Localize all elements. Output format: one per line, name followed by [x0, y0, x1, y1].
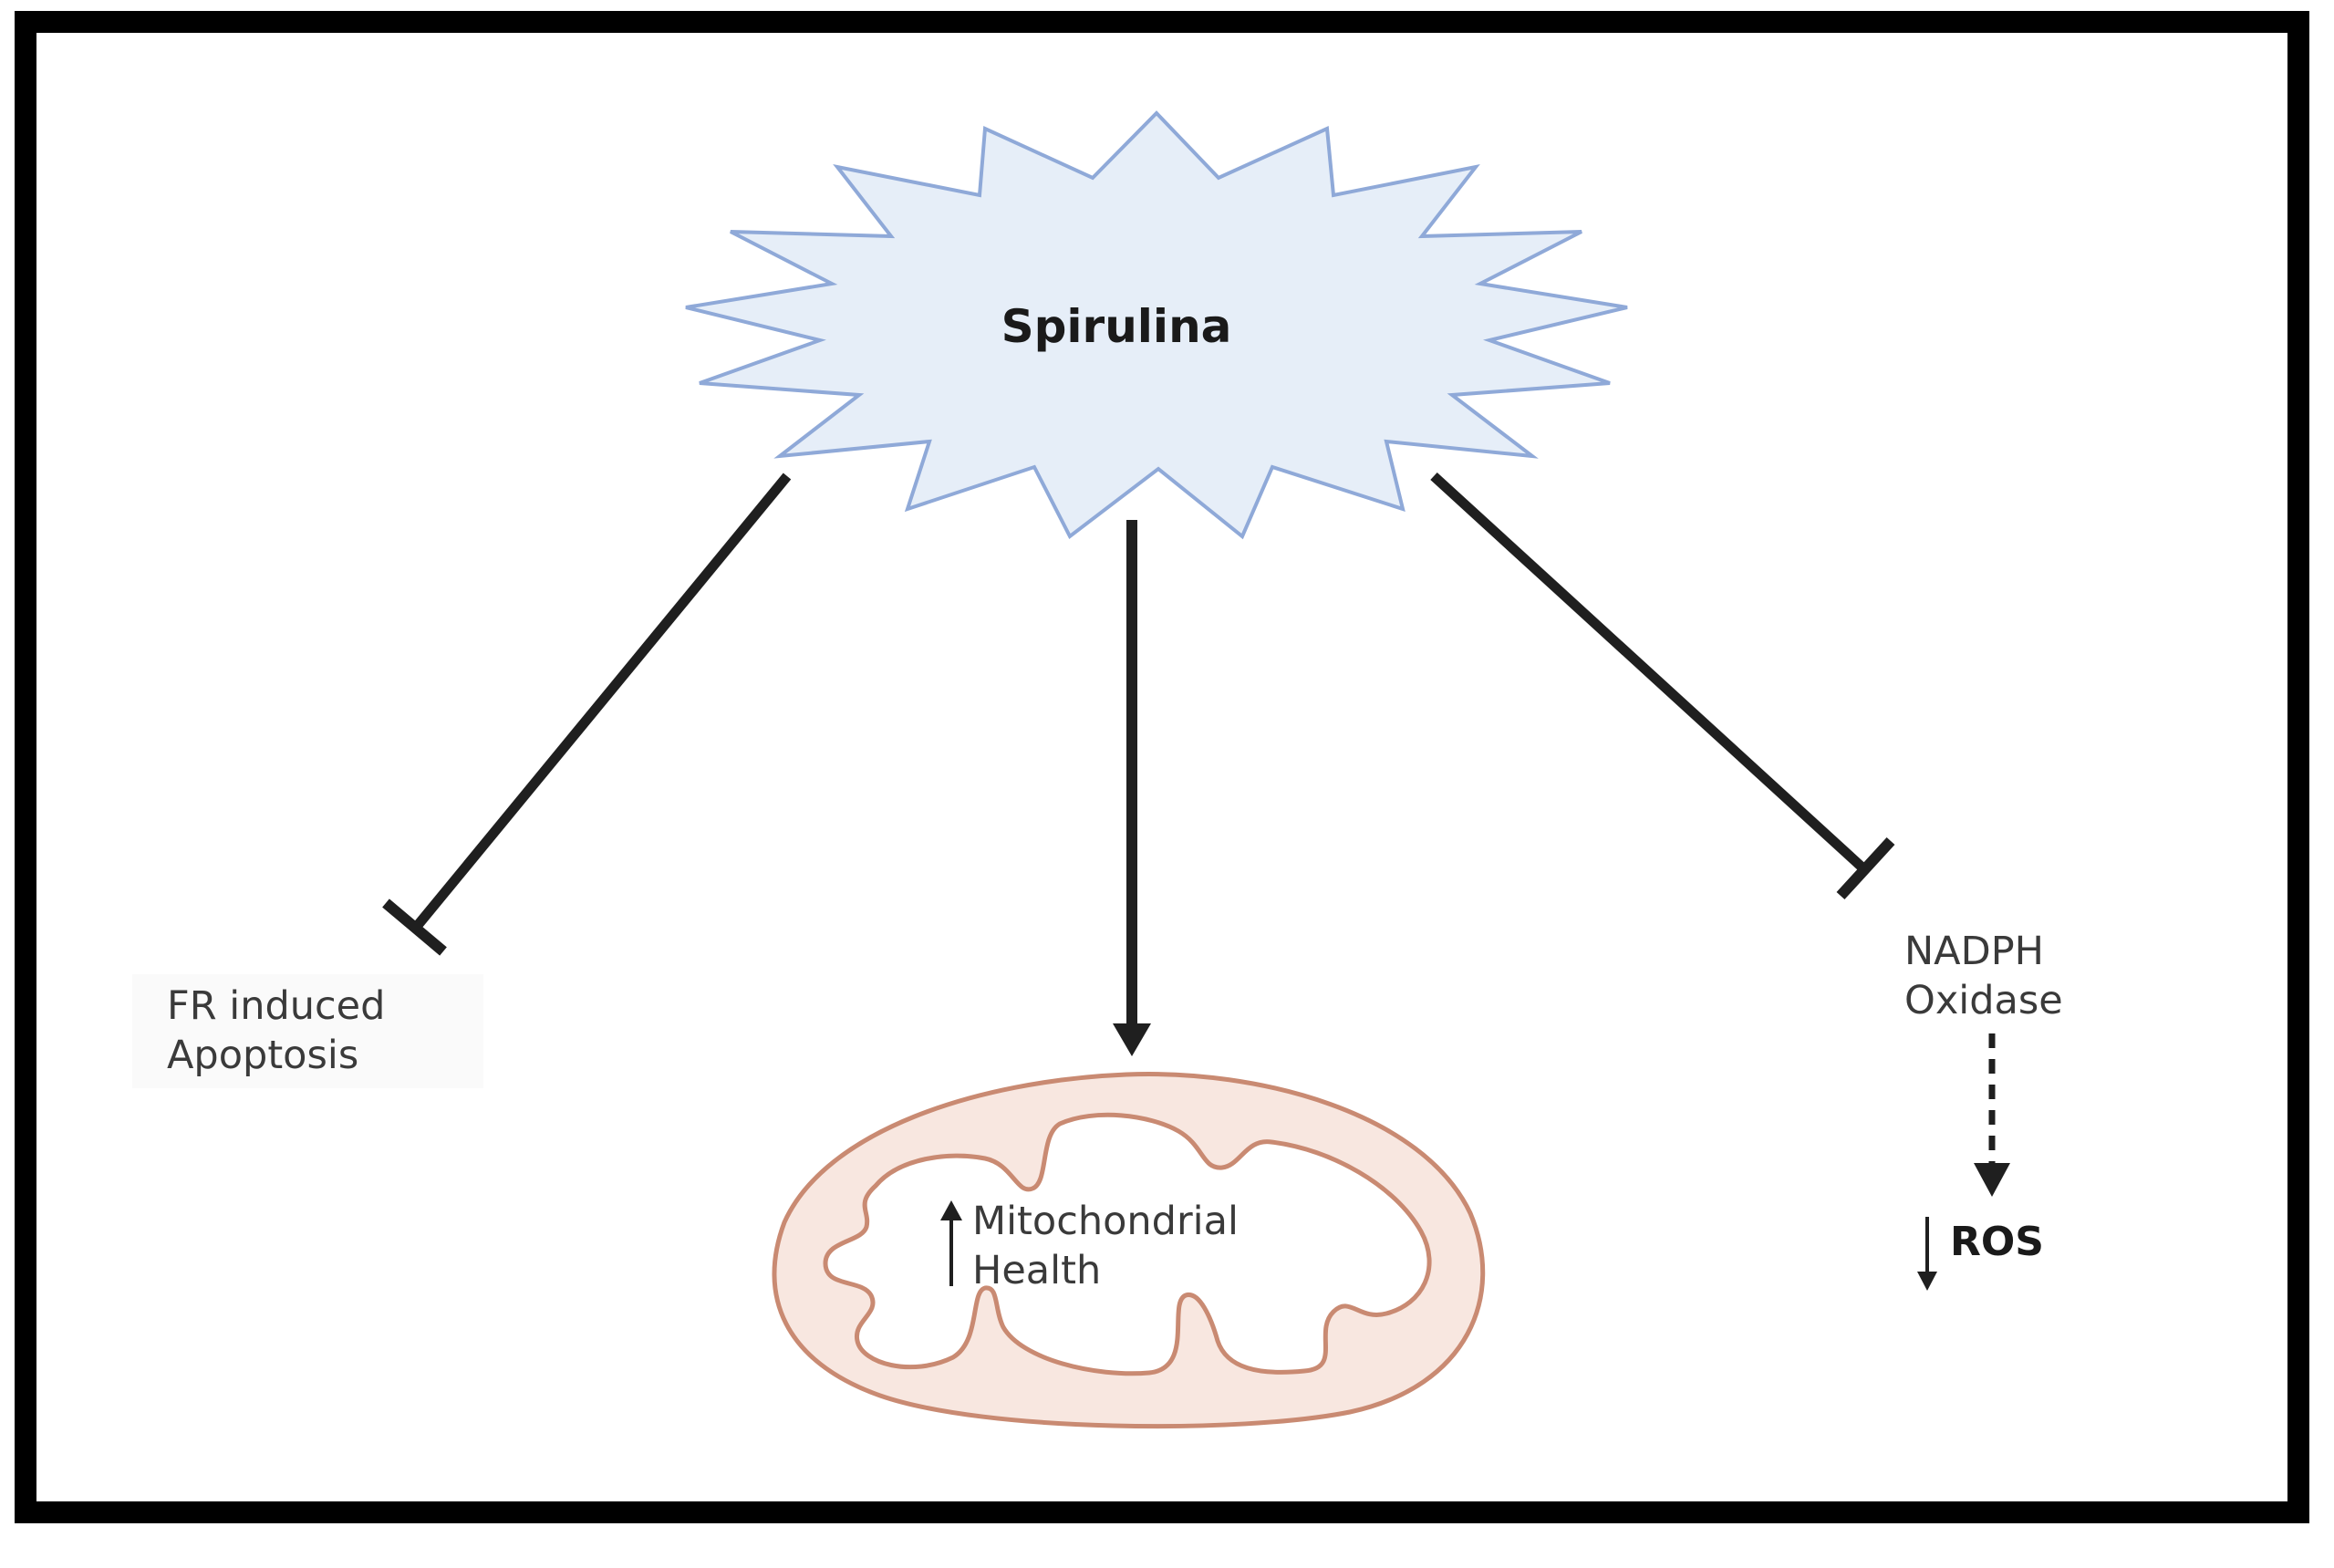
- inhibition-bar-icon: [1836, 836, 1895, 900]
- ros-decrease-head: [1917, 1272, 1937, 1291]
- starburst-icon: [685, 110, 1628, 540]
- ros-node: ROS: [1917, 1217, 2044, 1291]
- spirulina-label: Spirulina: [1001, 300, 1232, 353]
- inhibition-bar-icon: [382, 898, 447, 956]
- edge-spirulina-to-mitochondria: [1113, 520, 1151, 1056]
- spirulina-node: Spirulina: [685, 110, 1628, 540]
- mitochondrion-cristae: [823, 1112, 1432, 1376]
- arrow-down-icon: [1113, 1023, 1151, 1056]
- apoptosis-label-bg: [132, 974, 483, 1088]
- edge-nadph-to-ros: [1974, 1033, 2010, 1197]
- nadph-node: NADPH Oxidase: [1904, 929, 2063, 1023]
- nadph-label-line2: Oxidase: [1904, 978, 2063, 1023]
- mitochondrion-node: Mitochondrial Health: [772, 1072, 1486, 1429]
- inhibition-line: [1430, 472, 1868, 874]
- arrow-up-head: [940, 1200, 962, 1220]
- apoptosis-label-line1: FR induced: [167, 983, 385, 1029]
- nadph-label-line1: NADPH: [1904, 929, 2044, 974]
- apoptosis-node: FR induced Apoptosis: [132, 974, 483, 1088]
- ros-label: ROS: [1950, 1219, 2044, 1265]
- apoptosis-label-line2: Apoptosis: [167, 1033, 358, 1078]
- mitochondrial-label-line1: Mitochondrial: [972, 1199, 1239, 1244]
- inhibition-line: [410, 472, 792, 932]
- edge-spirulina-to-nadph: [1430, 472, 1895, 900]
- mitochondrial-label-line2: Health: [972, 1248, 1101, 1293]
- edge-spirulina-to-apoptosis: [382, 472, 792, 956]
- arrow-down-icon: [1974, 1163, 2010, 1197]
